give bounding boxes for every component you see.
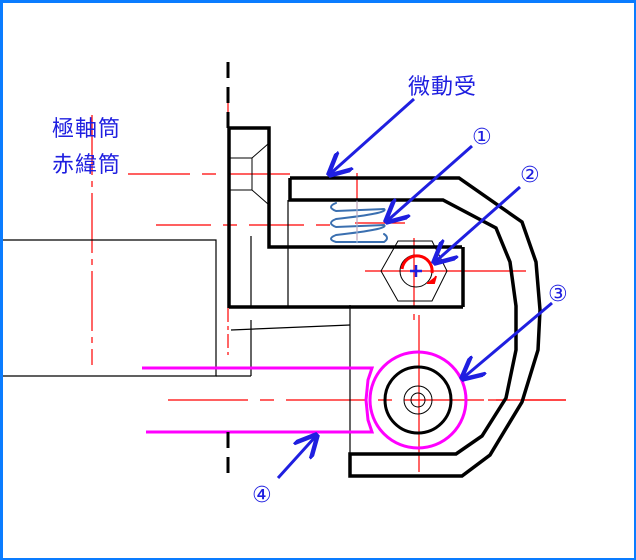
declination-tube-outline xyxy=(3,200,351,470)
leader-1 xyxy=(387,144,473,221)
callout-4: ④ xyxy=(252,483,272,508)
label-fine-motion-receiver: 微動受 xyxy=(408,75,477,100)
label-polar-tube: 極軸筒 xyxy=(52,117,121,142)
countersunk-screw xyxy=(229,143,269,205)
leader-fine-motion-receiver xyxy=(330,97,415,174)
highlight-ring xyxy=(368,350,468,450)
bracket-body xyxy=(227,126,542,478)
leader-arrows xyxy=(276,97,553,480)
spring xyxy=(330,200,388,244)
leader-2 xyxy=(435,185,521,262)
highlight-arm xyxy=(142,366,375,434)
callout-1: ① xyxy=(472,125,492,150)
pivot-bearing xyxy=(383,365,453,435)
leader-3 xyxy=(463,301,553,378)
rotation-arrow-icon xyxy=(400,254,437,284)
label-declination-tube: 赤緯筒 xyxy=(52,153,121,178)
callout-2: ② xyxy=(520,163,540,188)
leader-4 xyxy=(276,436,316,480)
callout-3: ③ xyxy=(548,282,568,307)
